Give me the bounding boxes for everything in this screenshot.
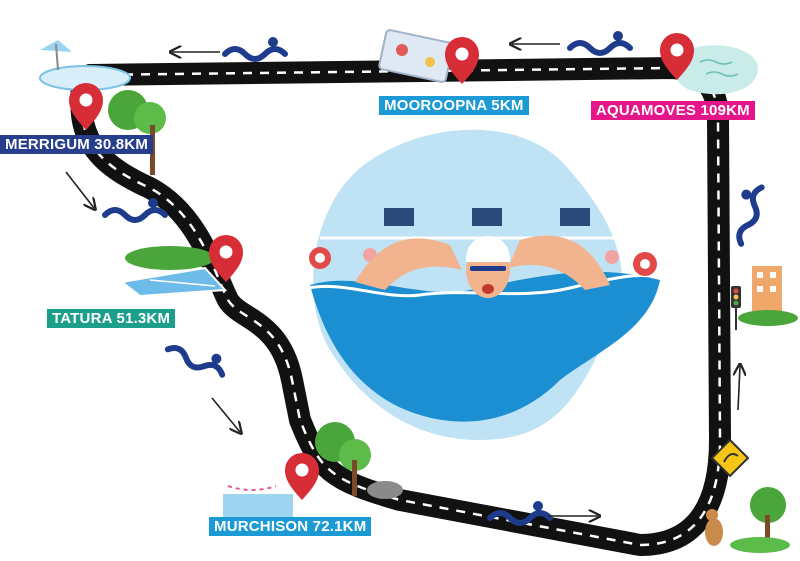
swimmer-icon: [105, 198, 165, 220]
lake-icon: [673, 45, 759, 95]
stop-label-tatura: TATURA 51.3KM: [47, 309, 176, 328]
swimming-pool-icon: [221, 485, 295, 520]
stop-label-murchison: MURCHISON 72.1KM: [209, 517, 372, 536]
swimmer-icon: [166, 334, 230, 379]
tree-icon: [315, 422, 403, 499]
stop-label-merrigum: MERRIGUM 30.8KM: [0, 135, 154, 154]
arrow-icon: [65, 44, 740, 516]
kangaroo-icon: [705, 509, 723, 546]
kangaroo-crossing-sign-icon: [710, 438, 750, 478]
swimmer-icon: [570, 31, 630, 53]
traffic-light-icon: [731, 286, 741, 330]
swimmer-icon: [725, 182, 766, 246]
tree-icon: [730, 487, 790, 553]
building-icon: [738, 266, 798, 326]
swimmer-icon: [355, 235, 610, 298]
swimmer-illustration: [298, 129, 672, 440]
lane-float-icon: [309, 247, 657, 276]
swimmer-icon: [225, 37, 285, 59]
stop-label-mooroopna: MOOROOPNA 5KM: [379, 96, 529, 115]
stop-label-aquamoves: AQUAMOVES 109KM: [591, 101, 755, 120]
tennis-court-icon: [119, 246, 228, 298]
